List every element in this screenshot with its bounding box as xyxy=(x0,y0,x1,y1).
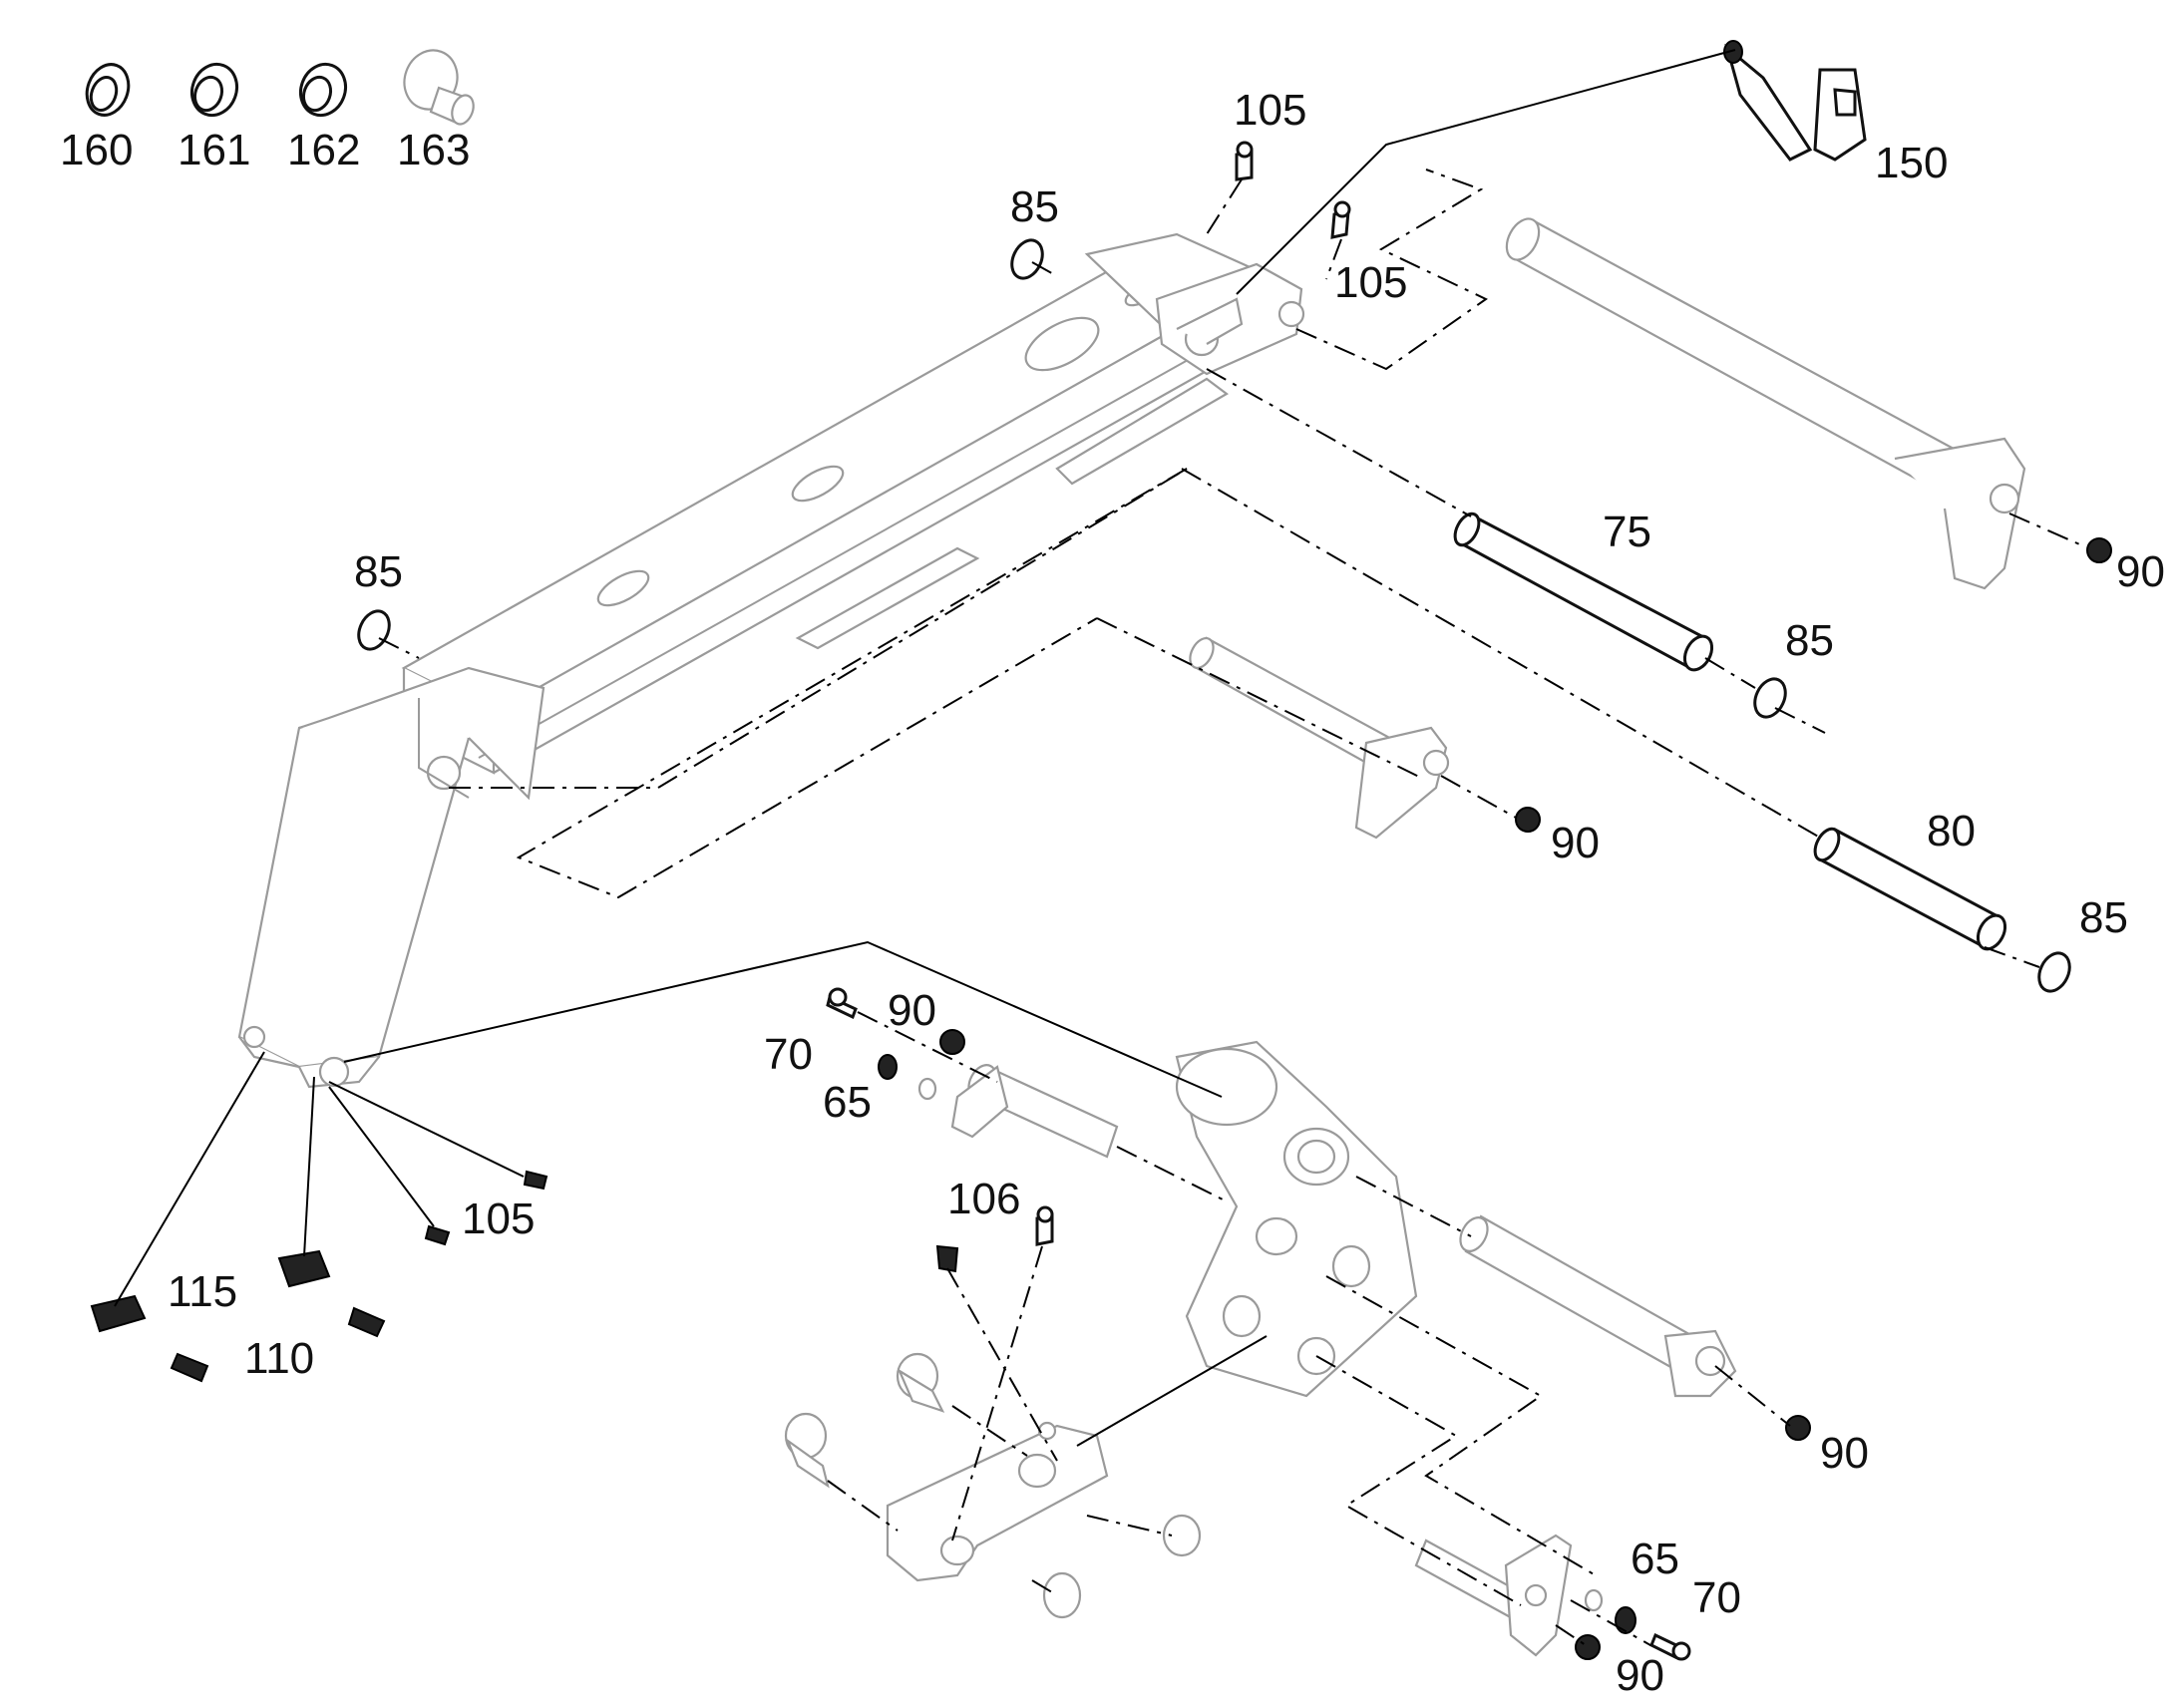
callout-110: 110 xyxy=(244,1334,314,1383)
spare-flanged-bushing-163-icon xyxy=(403,49,475,126)
callout-90-middle: 90 xyxy=(1551,819,1600,867)
leader-lines xyxy=(114,49,1736,1447)
o-ring-85-left xyxy=(357,609,391,651)
callout-105-lower: 105 xyxy=(462,1195,535,1243)
callout-80: 80 xyxy=(1927,807,1976,855)
spacer-65-right xyxy=(1584,1588,1604,1612)
callout-85-right: 85 xyxy=(2079,893,2128,942)
nut-90-upper-right xyxy=(2086,537,2112,563)
bolt-70-left xyxy=(826,987,858,1020)
o-ring-85-top xyxy=(1010,238,1044,280)
spare-bushing-160-icon xyxy=(85,63,131,117)
nut-90-middle xyxy=(1515,807,1541,833)
limit-switch-150 xyxy=(1723,40,1867,162)
callout-85-top: 85 xyxy=(1010,182,1059,231)
callout-115: 115 xyxy=(168,1267,237,1316)
linkage-lever xyxy=(1175,1040,1418,1398)
grease-nipple-106 xyxy=(1035,1205,1054,1246)
assembly-axis-lines xyxy=(378,169,2085,1646)
callout-65-right: 65 xyxy=(1631,1535,1679,1583)
callout-105-top: 105 xyxy=(1234,86,1306,135)
bushing-left xyxy=(784,1412,830,1489)
link-plate xyxy=(886,1421,1109,1582)
callout-106: 106 xyxy=(947,1175,1020,1223)
pin-lower-right xyxy=(1459,1214,1737,1398)
callout-160: 160 xyxy=(60,126,133,174)
grease-nipple-105-right xyxy=(1330,200,1351,239)
callout-105-right: 105 xyxy=(1334,258,1407,307)
nut-90-link xyxy=(939,1029,965,1055)
upper-boom-arm xyxy=(401,232,1288,775)
callout-90-bottom: 90 xyxy=(1616,1651,1664,1700)
bushing-bottom xyxy=(1042,1571,1082,1619)
washer-65-right xyxy=(1615,1606,1636,1634)
fitting-110-left xyxy=(170,1352,209,1383)
callout-labels: 160 161 162 163 150 105 105 105 85 85 85… xyxy=(60,86,2165,1700)
callout-90-lower-right: 90 xyxy=(1820,1429,1869,1478)
callout-85-middle: 85 xyxy=(1785,616,1834,665)
callout-163: 163 xyxy=(397,126,470,174)
washer-65-left xyxy=(878,1054,898,1080)
callout-70-left: 70 xyxy=(764,1030,813,1079)
callout-90-upper-right: 90 xyxy=(2116,547,2165,596)
boom-head-bracket xyxy=(1155,262,1305,376)
elbow-fitting-115-right xyxy=(277,1249,331,1288)
callout-150: 150 xyxy=(1875,139,1948,187)
bushing-right xyxy=(1162,1514,1202,1557)
callout-162: 162 xyxy=(287,126,360,174)
pin-link-left xyxy=(950,1064,1119,1159)
grease-nipple-105-lower-a xyxy=(523,1170,548,1191)
grease-nipple-106-b xyxy=(935,1244,959,1273)
spare-bushing-162-icon xyxy=(298,62,348,118)
callout-161: 161 xyxy=(178,126,250,174)
callout-75: 75 xyxy=(1603,508,1651,556)
callout-70-right: 70 xyxy=(1692,1573,1741,1622)
nut-90-bottom xyxy=(1575,1634,1601,1660)
callout-65-left: 65 xyxy=(823,1078,872,1127)
pin-link-bottom xyxy=(1414,1534,1573,1657)
pin-80 xyxy=(1813,827,2007,951)
pin-long-upper-right xyxy=(1505,217,2026,590)
callout-90-link: 90 xyxy=(888,986,936,1035)
bushing-top-left xyxy=(896,1352,945,1413)
o-ring-85-right xyxy=(2037,951,2071,993)
grease-nipple-105-lower-b xyxy=(424,1224,451,1246)
o-ring-85-mid xyxy=(1753,677,1787,719)
fitting-110-right xyxy=(347,1306,386,1338)
pin-75 xyxy=(1453,512,1714,672)
spacer-65-left xyxy=(917,1077,937,1101)
grease-nipple-105-top xyxy=(1235,141,1254,181)
callout-85-left: 85 xyxy=(354,547,403,596)
elbow-fitting-115-left xyxy=(90,1294,147,1333)
pin-middle xyxy=(1189,636,1450,840)
bolt-70-right xyxy=(1649,1632,1691,1661)
spare-bushing-161-icon xyxy=(189,62,239,118)
nut-90-lower-right xyxy=(1785,1415,1811,1441)
knuckle-column-arm xyxy=(237,666,545,1089)
